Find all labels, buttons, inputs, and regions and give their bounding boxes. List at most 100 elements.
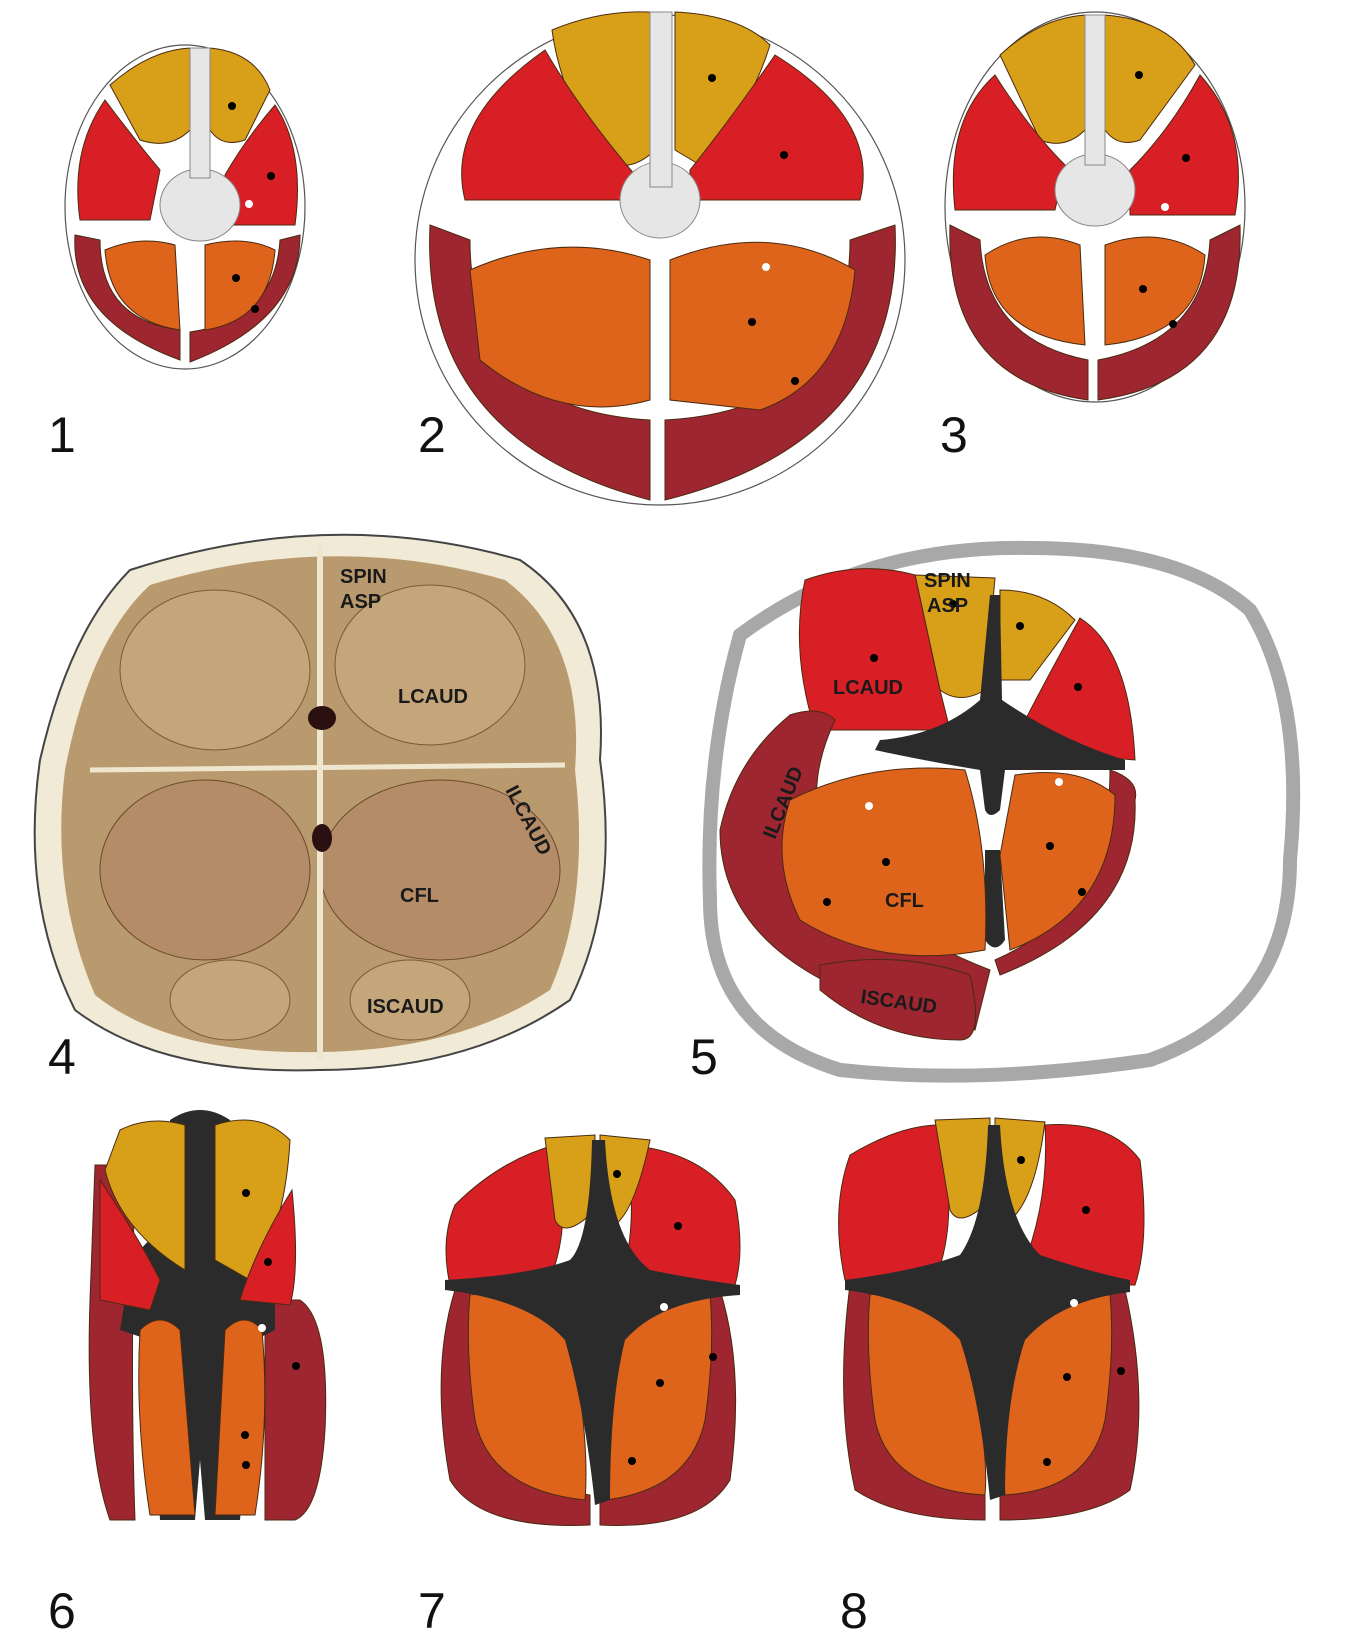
black-dot: [708, 74, 716, 82]
black-dot: [1043, 1458, 1051, 1466]
body-outline: [944, 11, 1246, 403]
longissimus-right: [224, 104, 298, 226]
panel-4: SPIN ASP LCAUD ILCAUD CFL ISCAUD 4: [33, 533, 607, 1085]
black-dot: [613, 1170, 621, 1178]
caudofemoralis-left-section: [99, 779, 311, 961]
black-dot: [628, 1457, 636, 1465]
black-dot: [1117, 1367, 1125, 1375]
label-cfl: CFL: [400, 885, 439, 907]
black-dot: [1169, 320, 1177, 328]
black-dot: [823, 898, 831, 906]
iliocaudalis-left: [74, 234, 181, 361]
black-dot: [1082, 1206, 1090, 1214]
caudofemoralis-left: [138, 1319, 196, 1516]
label-cfl: CFL: [885, 890, 924, 912]
label-asp: ASP: [927, 595, 968, 617]
black-dot: [251, 305, 259, 313]
panel-3: 3: [940, 11, 1246, 463]
neural-spine: [1084, 14, 1106, 166]
black-dot: [264, 1258, 272, 1266]
panel-number-2: 2: [418, 407, 446, 463]
vertebral-skeleton: [875, 595, 1125, 815]
iscaud-right-section: [349, 959, 471, 1041]
white-dot: [865, 802, 873, 810]
label-spin: SPIN: [924, 570, 971, 592]
body-outline: [64, 44, 306, 370]
black-dot: [242, 1461, 250, 1469]
label-iscaud: ISCAUD: [367, 996, 444, 1018]
axial-skeleton: [845, 1125, 1130, 1500]
longissimus-right: [239, 1188, 297, 1306]
black-dot: [1135, 71, 1143, 79]
white-dot: [762, 263, 770, 271]
caudofemoralis-right: [204, 240, 276, 331]
iliocaudalis-right: [1097, 224, 1241, 401]
panel-2: 2: [414, 11, 906, 506]
iliocaudalis-left: [949, 224, 1089, 401]
label-lcaud: LCAUD: [398, 686, 468, 708]
black-dot: [656, 1379, 664, 1387]
black-dot: [674, 1222, 682, 1230]
panel-number-8: 8: [840, 1583, 868, 1639]
black-dot: [292, 1362, 300, 1370]
longissimus-left: [99, 1178, 161, 1311]
panel-number-4: 4: [48, 1029, 76, 1085]
iscaud-left-section: [169, 959, 291, 1041]
caudofemoralis-right: [1104, 236, 1206, 346]
longissimus-left: [77, 99, 161, 221]
black-dot: [882, 858, 890, 866]
black-dot: [1017, 1156, 1025, 1164]
longissimus-right-section: [334, 584, 526, 746]
longissimus-left-section: [119, 589, 311, 751]
panel-number-7: 7: [418, 1583, 446, 1639]
panel-7: 7: [418, 1134, 741, 1639]
black-dot: [949, 600, 957, 608]
horizontal-septum: [89, 762, 566, 773]
panel-8: 8: [838, 1117, 1145, 1639]
panel-1: 1: [48, 44, 306, 463]
black-dot: [1063, 1373, 1071, 1381]
longissimus-left: [798, 568, 951, 731]
black-dot: [1046, 842, 1054, 850]
black-dot: [1078, 888, 1086, 896]
longissimus-right: [689, 54, 864, 201]
black-dot: [791, 377, 799, 385]
black-dot: [232, 274, 240, 282]
black-dot: [1074, 683, 1082, 691]
panel-number-1: 1: [48, 407, 76, 463]
panel-number-5: 5: [690, 1029, 718, 1085]
white-dot: [1055, 778, 1063, 786]
panel-number-6: 6: [48, 1583, 76, 1639]
caudofemoralis-right: [214, 1319, 266, 1516]
panel-6: 6: [48, 1110, 327, 1639]
black-dot: [870, 654, 878, 662]
neural-spine: [189, 47, 211, 179]
neural-spine: [649, 11, 673, 188]
longissimus-right: [619, 1144, 741, 1286]
longissimus-right: [1129, 74, 1239, 216]
spinalis-right: [1104, 14, 1196, 143]
white-dot: [1070, 1299, 1078, 1307]
white-dot: [1161, 203, 1169, 211]
white-dot: [258, 1324, 266, 1332]
iscaud-left: [819, 958, 977, 1041]
spinalis-left: [104, 1120, 186, 1271]
black-dot: [748, 318, 756, 326]
black-dot: [1182, 154, 1190, 162]
label-asp: ASP: [340, 591, 381, 613]
label-spin: SPIN: [340, 566, 387, 588]
white-dot: [245, 200, 253, 208]
longissimus-left: [461, 49, 636, 201]
haemal-skeleton: [985, 850, 1005, 948]
black-dot: [1016, 622, 1024, 630]
black-dot: [780, 151, 788, 159]
white-dot: [660, 1303, 668, 1311]
axial-skeleton: [445, 1140, 740, 1505]
longissimus-left: [838, 1124, 950, 1281]
spinal-canal: [308, 706, 336, 730]
black-dot: [242, 1189, 250, 1197]
haemal-canal: [312, 824, 332, 852]
black-dot: [241, 1431, 249, 1439]
caudofemoralis-left: [984, 236, 1086, 346]
